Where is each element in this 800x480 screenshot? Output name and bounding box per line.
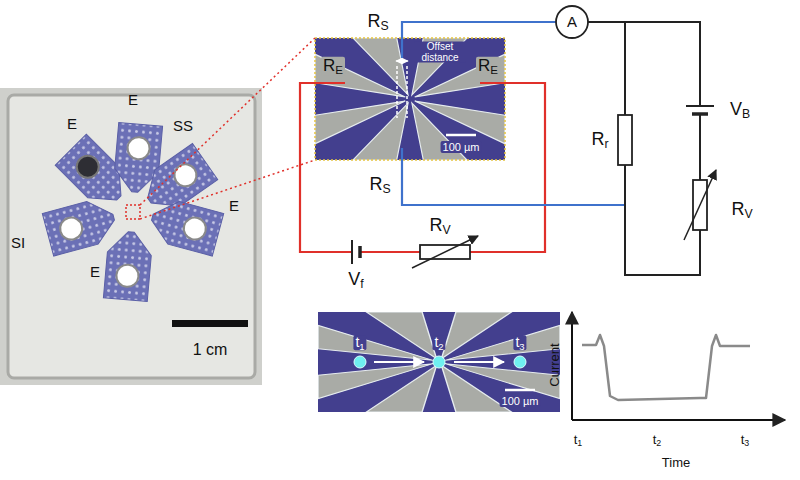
pdms-slab <box>8 95 255 378</box>
subscript: 3 <box>744 438 749 448</box>
subscript: E <box>490 64 498 76</box>
micrograph <box>315 38 505 160</box>
sense-wire <box>402 148 625 205</box>
zoom-box <box>126 205 140 219</box>
port <box>116 264 140 288</box>
electrode-pad <box>42 196 119 256</box>
figure-label: 100 µm <box>500 395 541 407</box>
resistor-symbol <box>618 115 632 165</box>
x-axis <box>572 419 785 421</box>
micrograph-frame <box>315 38 505 160</box>
current-trace <box>582 335 750 400</box>
black-circuit <box>584 22 700 275</box>
port <box>127 136 151 160</box>
motion-arrow <box>374 361 424 363</box>
micrograph <box>318 312 560 412</box>
subscript: V <box>442 223 450 237</box>
figure-label: RE <box>476 57 500 76</box>
port <box>181 215 208 242</box>
particle <box>433 356 445 368</box>
subscript: 2 <box>656 438 661 448</box>
y-axis <box>571 312 573 420</box>
pad-shape <box>147 196 224 256</box>
wire <box>360 251 420 253</box>
chip-photo <box>0 88 262 385</box>
ammeter-ring <box>556 6 588 38</box>
wire <box>625 165 700 275</box>
subscript: E <box>335 64 343 76</box>
ammeter-circle: A <box>555 5 589 39</box>
figure-label: E <box>67 116 77 133</box>
figure-label: t3 <box>741 433 750 447</box>
zoom-line <box>140 160 315 219</box>
figure-label: RE <box>321 57 345 76</box>
figure-label: SS <box>173 118 193 135</box>
particle <box>514 356 526 368</box>
wire <box>300 83 352 252</box>
photo-ground <box>0 88 262 385</box>
figure-label: RS <box>369 175 390 195</box>
figure-label: RV <box>731 200 752 220</box>
battery-symbol <box>358 246 362 258</box>
variable-arrow <box>412 236 478 268</box>
port <box>170 160 201 191</box>
wire <box>470 83 545 252</box>
figure-label: Offset distance <box>414 42 466 63</box>
ammeter-letter: A <box>555 14 589 31</box>
figure-label: RV <box>429 216 450 236</box>
electrode-pad <box>103 230 153 302</box>
figure-label: t2 <box>432 335 445 350</box>
figure-label: SI <box>11 235 25 252</box>
figure-label: E <box>90 264 100 281</box>
subscript: 3 <box>519 341 524 352</box>
subscript: 1 <box>577 438 582 448</box>
electrode-pad <box>147 196 224 256</box>
figure-label: t2 <box>653 433 662 447</box>
scale-bar <box>505 389 535 392</box>
figure-label: t1 <box>574 433 583 447</box>
figure-label: VB <box>730 100 750 120</box>
battery-symbol <box>692 112 708 116</box>
red-circuit <box>300 83 545 252</box>
subscript: 2 <box>438 341 443 352</box>
battery-symbol <box>351 240 353 264</box>
subscript: 1 <box>359 341 364 352</box>
offset-marker <box>396 66 398 118</box>
battery-symbol <box>686 105 714 107</box>
scale-bar <box>172 320 248 327</box>
wire <box>584 22 700 106</box>
subscript: S <box>380 19 388 33</box>
figure-label: E <box>229 198 239 215</box>
wire <box>624 22 626 115</box>
figure-label: Current <box>548 343 562 386</box>
port <box>58 215 85 242</box>
figure-label: E <box>128 92 138 109</box>
figure-label: t1 <box>353 335 366 350</box>
variable-arrow <box>684 170 716 240</box>
subscript: B <box>742 107 750 121</box>
subscript: V <box>744 207 752 221</box>
particle <box>354 356 366 368</box>
port-filled <box>72 151 103 182</box>
motion-arrow <box>454 361 504 363</box>
wire <box>699 114 701 180</box>
offset-arrow <box>396 60 408 61</box>
pad-shape <box>42 196 119 256</box>
subscript: S <box>382 182 390 196</box>
scale-bar <box>446 134 476 137</box>
pad-shape <box>103 230 153 302</box>
figure-label: 100 µm <box>441 141 482 153</box>
figure-label: t3 <box>513 335 526 350</box>
subscript: f <box>360 277 363 291</box>
figure-label: Vf <box>348 270 363 290</box>
subscript: r <box>604 137 608 151</box>
zoom-line <box>140 38 315 205</box>
offset-marker <box>406 66 408 118</box>
figure-label: RS <box>367 12 388 32</box>
figure-label: Time <box>662 456 690 470</box>
figure-label: Rr <box>591 130 608 150</box>
figure-label: 1 cm <box>193 341 228 359</box>
